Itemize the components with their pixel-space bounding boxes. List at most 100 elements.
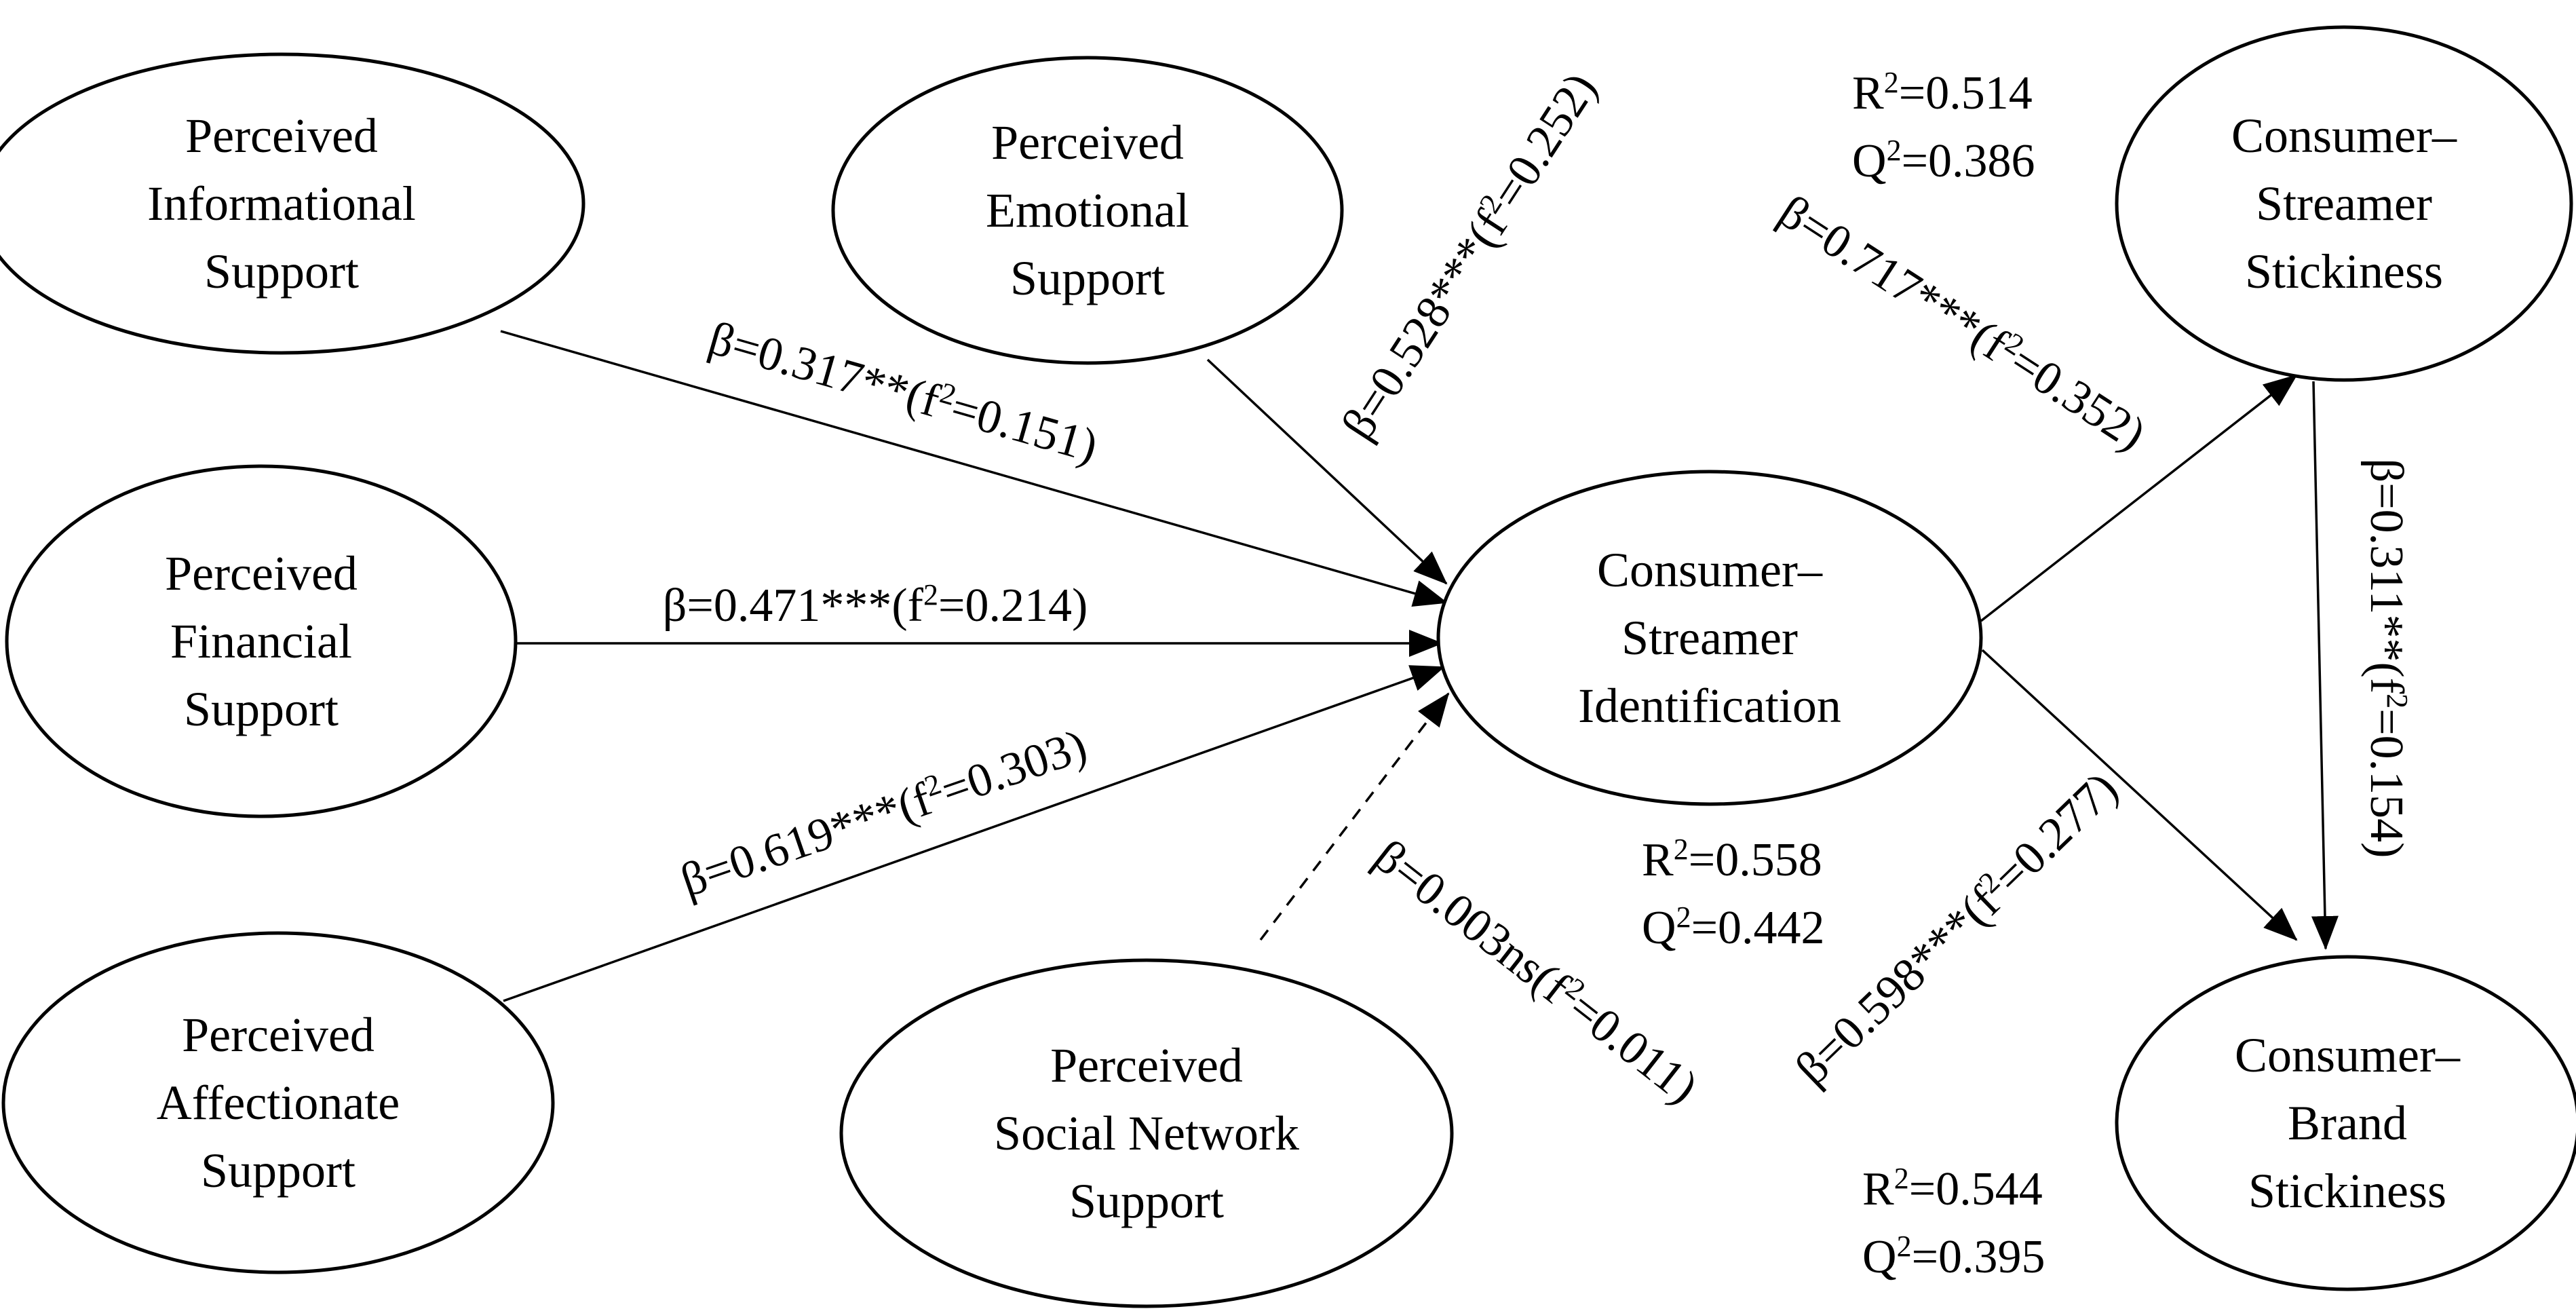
construct-label-pfs-line-2: Support [184,682,339,736]
construct-ellipse-psns [839,958,1454,1308]
construct-ellipse-pfs [5,464,518,818]
path-arrow-csi-css [1980,374,2298,622]
q2-label-cbs: Q2=0.395 [1862,1230,2045,1284]
q2-symbol: Q [1862,1231,1897,1283]
q2-value: 0.442 [1718,902,1825,954]
r2-value: 0.514 [1925,67,2033,119]
construct-label-csi-line-1: Streamer [1621,611,1798,665]
f2-value: 0.214 [965,580,1072,632]
r2-symbol: R [1642,834,1674,886]
construct-label-pes-line-2: Support [1010,251,1165,305]
f2-superscript: 2 [923,578,938,611]
path-coefficient-label-pfs-csi: β=0.471***(f2=0.214) [663,578,1088,632]
construct-ellipse-pis [0,52,585,355]
q2-equals: = [1691,902,1718,954]
construct-ellipse-csi [1436,470,1983,806]
f2-value: 0.151 [971,389,1088,468]
construct-label-pas-line-1: Affectionate [157,1076,400,1130]
q2-value: 0.395 [1938,1231,2045,1283]
q2-superscript: 2 [1897,1230,1912,1263]
f2-value: 0.154 [2360,736,2412,843]
construct-label-css-line-0: Consumer– [2231,109,2457,163]
r2-equals: = [1689,834,1715,886]
r2-symbol: R [1852,67,1884,119]
beta-value: β=0.619*** [674,783,908,907]
q2-symbol: Q [1642,902,1676,954]
beta-value: β=0.717*** [1770,185,1991,354]
r2-superscript: 2 [1894,1162,1909,1195]
path-coefficient-label-pes-csi: β=0.528***(f2=0.252) [1330,63,1607,449]
construct-label-css-line-2: Stickiness [2245,244,2443,299]
construct-label-psns-line-2: Support [1069,1174,1224,1228]
r2-label-csi: R2=0.558 [1642,833,1822,887]
construct-ellipse-cbs [2115,955,2576,1291]
construct-label-cbs-line-1: Brand [2288,1096,2407,1150]
construct-label-css-line-1: Streamer [2256,176,2432,231]
path-arrow-css-cbs [2311,381,2339,950]
r2-symbol: R [1862,1163,1894,1215]
construct-label-pas-line-2: Support [201,1143,355,1198]
path-arrow-csi-cbs [1981,649,2298,941]
f2-equals: = [2360,708,2412,735]
beta-value: β=0.311** [2360,459,2412,662]
r2-equals: = [1899,67,1925,119]
q2-value: 0.386 [1928,135,2035,187]
path-arrow-pis-csi [500,330,1448,607]
q2-label-csi: Q2=0.442 [1642,900,1825,955]
q2-superscript: 2 [1887,134,1902,167]
path-arrow-pas-csi [503,665,1445,1002]
construct-label-cbs-line-0: Consumer– [2235,1028,2461,1082]
f2-suffix: ) [1072,580,1088,632]
f2-value: 0.303 [960,725,1078,809]
f2-superscript: 2 [2381,694,2415,708]
construct-label-pfs-line-1: Financial [170,614,352,668]
beta-value: β=0.317** [703,312,915,419]
q2-equals: = [1912,1231,1938,1283]
beta-value: β=0.003ns [1364,830,1554,994]
q2-equals: = [1902,135,1928,187]
f2-equals: = [938,580,965,632]
beta-value: β=0.528*** [1332,228,1500,449]
construct-ellipse-css [2115,25,2573,382]
r2-equals: = [1909,1163,1936,1215]
path-coefficient-label-css-cbs: β=0.311**(f2=0.154) [2360,459,2415,858]
q2-superscript: 2 [1676,900,1691,934]
construct-label-csi-line-2: Identification [1578,679,1841,733]
r2-label-css: R2=0.514 [1852,66,2033,120]
f2-prefix: (f [2360,662,2412,694]
path-coefficient-label-csi-css: β=0.717***(f2=0.352) [1770,184,2156,461]
q2-label-css: Q2=0.386 [1852,134,2035,188]
construct-label-psns-line-0: Perceived [1050,1038,1243,1093]
r2-label-cbs: R2=0.544 [1862,1162,2043,1216]
beta-value: β=0.471*** [663,580,892,632]
f2-suffix: ) [2360,842,2412,858]
construct-label-pis-line-0: Perceived [185,109,378,163]
construct-label-pes-line-0: Perceived [991,115,1184,170]
construct-label-pis-line-2: Support [204,244,359,299]
r2-superscript: 2 [1884,66,1899,99]
r2-value: 0.544 [1936,1163,2043,1215]
construct-ellipse-pas [1,931,555,1274]
construct-label-pas-line-0: Perceived [182,1008,374,1062]
r2-superscript: 2 [1674,833,1689,866]
construct-label-csi-line-0: Consumer– [1597,543,1823,597]
path-coefficient-label-csi-cbs: β=0.598***(f2=0.277) [1785,761,2128,1095]
path-arrow-pes-csi [1206,358,1448,585]
construct-ellipse-pes [831,56,1344,365]
construct-label-psns-line-1: Social Network [994,1106,1299,1160]
construct-label-cbs-line-2: Stickiness [2248,1164,2446,1218]
construct-label-pfs-line-0: Perceived [165,546,358,601]
path-arrow-psns-csi [1259,692,1450,941]
